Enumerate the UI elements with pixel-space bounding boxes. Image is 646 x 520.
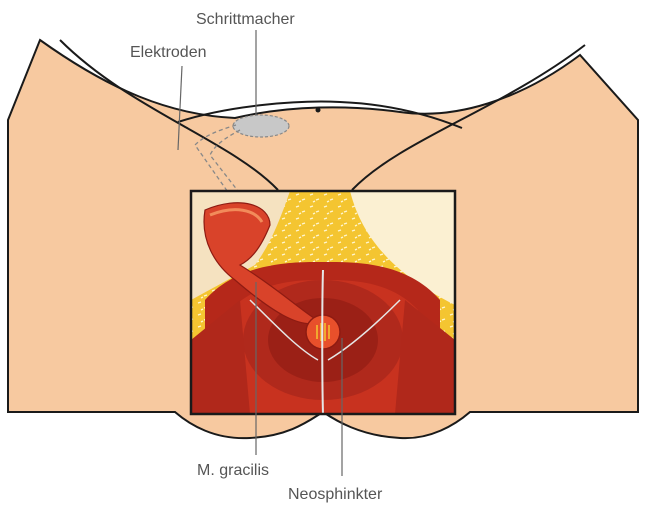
pacemaker-device [233, 115, 289, 137]
label-gracilis: M. gracilis [197, 462, 269, 480]
label-pacemaker: Schrittmacher [196, 11, 295, 29]
navel [316, 108, 321, 113]
label-neosphincter: Neosphinkter [288, 486, 382, 504]
label-electrodes: Elektroden [130, 44, 207, 62]
